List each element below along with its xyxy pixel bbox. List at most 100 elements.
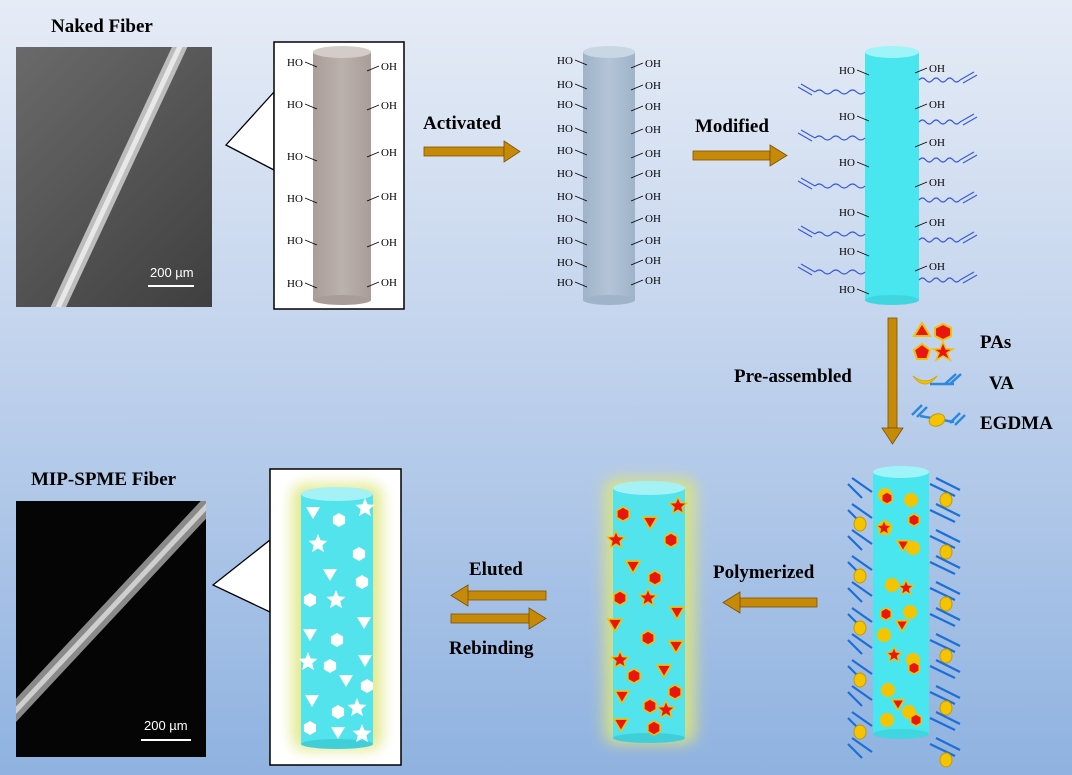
mip-fiber-title: MIP-SPME Fiber: [31, 469, 177, 490]
cavity-star: [326, 590, 346, 609]
crosslinker-bond: [851, 737, 873, 753]
bond-line: [630, 84, 644, 91]
cavity-hexagon: [303, 721, 317, 735]
template-triangle: [667, 640, 685, 655]
oh-label: OH: [929, 261, 945, 273]
cavity-star: [347, 698, 367, 717]
vinyl-bond: [959, 151, 975, 161]
vinyl-bond: [797, 86, 813, 96]
arrow-modified: [692, 144, 788, 167]
oh-label: OH: [645, 213, 661, 225]
legend-va-symbol: [912, 373, 962, 386]
crosslinker-bond: [851, 581, 873, 597]
template-hexagon: [908, 513, 920, 527]
scale-bar-label: 200 µm: [150, 265, 194, 280]
va-monomer: [877, 628, 891, 642]
cavity-triangle: [339, 675, 353, 687]
modified-fiber-cylinder: [865, 46, 919, 305]
polymerized-template-marks: [605, 495, 689, 736]
bond-line: [914, 221, 928, 228]
oh-label: OH: [645, 255, 661, 267]
cavity-triangle: [331, 727, 345, 739]
vinyl-bond: [959, 271, 975, 281]
crosslinker-bond: [851, 607, 873, 623]
bond-line: [574, 195, 588, 202]
ho-label: HO: [287, 99, 303, 111]
template-hexagon: [647, 720, 661, 736]
vinyl-bond: [800, 83, 816, 93]
crosslinker-bond: [929, 535, 956, 549]
oh-label: OH: [929, 217, 945, 229]
crosslinker-bond: [851, 503, 873, 519]
scale-bar: [148, 285, 194, 287]
template-triangle: [894, 620, 910, 633]
egdma-bead: [853, 620, 867, 636]
bond-line: [574, 127, 588, 134]
bond-line: [574, 239, 588, 246]
template-star: [667, 495, 689, 515]
arrow-rebinding: [450, 607, 547, 630]
template-hexagon: [627, 668, 641, 684]
bond-line: [366, 104, 380, 111]
ho-label: HO: [287, 278, 303, 290]
cavity-hexagon: [303, 593, 317, 607]
cavity-star: [308, 534, 328, 553]
cavity-triangle: [357, 617, 371, 629]
vinyl-bond: [962, 194, 978, 204]
bond-line: [856, 211, 870, 218]
bond-line: [630, 259, 644, 266]
ho-label: HO: [557, 257, 573, 269]
monomer-chain: [814, 135, 866, 141]
vinyl-bond: [959, 191, 975, 201]
crosslinker-bond: [929, 587, 956, 601]
oh-label: OH: [929, 99, 945, 111]
crosslinker-bond: [929, 717, 956, 731]
vinyl-bond: [962, 234, 978, 244]
vinyl-bond: [962, 116, 978, 126]
vinyl-bond: [962, 74, 978, 84]
oh-label: OH: [381, 237, 397, 249]
crosslinker-bond: [847, 587, 863, 603]
monomer-chain: [814, 231, 866, 237]
template-hexagon: [880, 607, 892, 621]
va-monomer: [885, 578, 899, 592]
bond-line: [630, 152, 644, 159]
bond-line: [366, 151, 380, 158]
template-hexagon: [643, 698, 657, 714]
bond-line: [366, 195, 380, 202]
crosslinker-bond: [935, 607, 961, 621]
zoom-callout-bottom: [211, 538, 271, 614]
template-triangle: [655, 664, 673, 679]
arrow-activated: [423, 140, 521, 163]
ho-label: HO: [557, 123, 573, 135]
template-star: [609, 649, 631, 669]
oh-label: OH: [381, 100, 397, 112]
crosslinker-bond: [851, 685, 873, 701]
step-rebinding-label: Rebinding: [449, 638, 534, 659]
egdma-bead: [939, 752, 953, 768]
vinyl-bond: [959, 71, 975, 81]
step-activated-label: Activated: [423, 113, 502, 134]
activated-fiber-hydroxyl-groups: HOHOHOHOHOHOHOHOHOHOHOOHOHOHOHOHOHOHOHOH…: [557, 55, 661, 289]
oh-label: OH: [645, 80, 661, 92]
crosslinker-bond: [851, 659, 873, 675]
ho-label: HO: [557, 55, 573, 67]
arrow-eluted: [450, 584, 547, 607]
cavity-hexagon: [323, 659, 337, 673]
naked-fiber-cylinder: [313, 46, 371, 305]
bond-line: [574, 103, 588, 110]
crosslinker-bond: [847, 483, 863, 499]
template-triangle: [668, 606, 686, 621]
crosslinker-bond: [929, 509, 956, 523]
bond-line: [630, 62, 644, 69]
egdma-bead: [939, 544, 953, 560]
vinyl-bond: [797, 180, 813, 190]
cavity-hexagon: [331, 705, 345, 719]
monomer-chain: [814, 269, 866, 275]
legend-pas-label: PAs: [980, 332, 1012, 353]
bond-line: [366, 65, 380, 72]
vinyl-bond: [800, 129, 816, 139]
cavity-triangle: [306, 507, 320, 519]
crosslinker-bond: [847, 743, 863, 759]
bond-line: [574, 83, 588, 90]
